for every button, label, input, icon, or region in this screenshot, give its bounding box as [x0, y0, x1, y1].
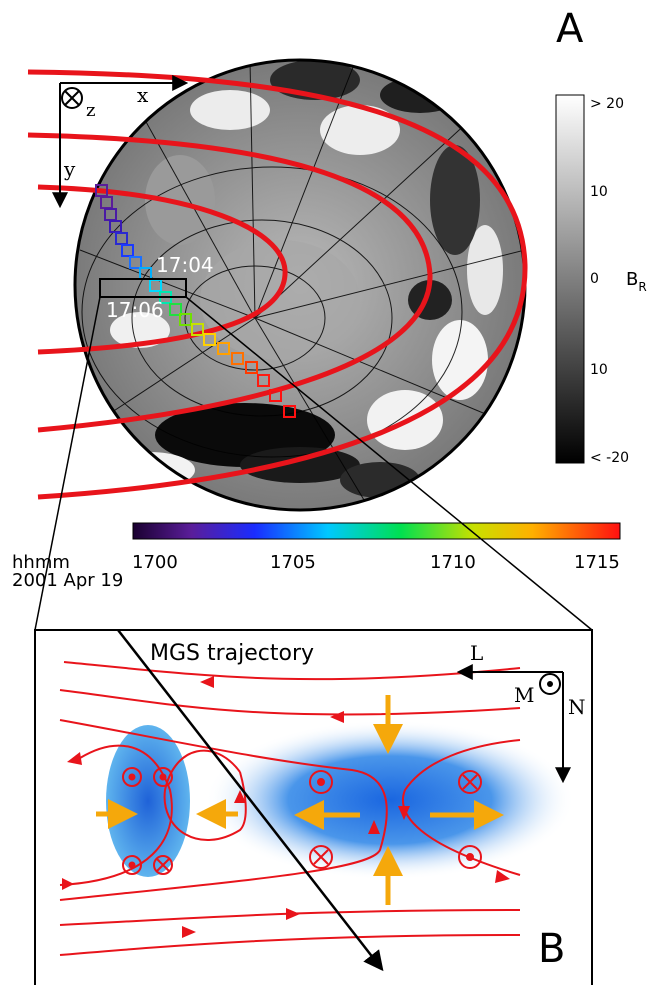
- axis-z-label: z: [86, 100, 95, 121]
- out-of-page-icon: [458, 845, 482, 869]
- flux-rope-region: [106, 725, 190, 877]
- out-of-page-icon: [309, 770, 333, 794]
- into-page-icon: [458, 770, 482, 794]
- x-line-region: [205, 720, 575, 880]
- axis-x-label: x: [137, 83, 149, 107]
- br-axis-label: BR: [626, 269, 647, 294]
- graticule: [79, 60, 525, 510]
- track-squares: [95, 184, 296, 418]
- axis-l-label: L: [470, 641, 483, 665]
- field-lines-b: [59, 661, 521, 956]
- time-colorbar: hhmm 2001 Apr 19 1700 1705 1710 1715: [12, 522, 621, 591]
- out-of-page-icon: [122, 767, 142, 787]
- out-of-page-icon: [122, 855, 142, 875]
- br-tick-10a: 10: [590, 184, 608, 200]
- axis-m-label: M: [514, 683, 534, 707]
- into-page-icon: [309, 845, 333, 869]
- zoom-connectors: [34, 296, 593, 631]
- time-tick-1700: 1700: [132, 552, 178, 573]
- br-tick-0: 0: [590, 271, 599, 287]
- br-tick-bottom: < -20: [590, 450, 629, 466]
- field-arrows-b: [62, 676, 510, 938]
- axis-n-label: N: [568, 695, 586, 719]
- field-symbols: [122, 767, 482, 875]
- time-label-1704: 17:04: [156, 253, 214, 277]
- time-tick-1705: 1705: [270, 552, 316, 573]
- br-colorbar: > 20 10 0 10 < -20 BR: [555, 94, 647, 466]
- zoom-box: [99, 278, 187, 298]
- time-label-1706: 17:06: [106, 298, 164, 322]
- time-tick-1715: 1715: [574, 552, 620, 573]
- panel-b-label: B: [538, 926, 565, 972]
- time-unit: hhmm: [12, 552, 70, 573]
- out-of-page-icon: [153, 767, 173, 787]
- br-tick-10b: 10: [590, 362, 608, 378]
- mgs-trajectory-line: [117, 629, 384, 972]
- panel-a-label: A: [556, 6, 584, 52]
- axes-lmn: L M N: [456, 641, 586, 784]
- time-tick-1710: 1710: [430, 552, 476, 573]
- trajectory-label: MGS trajectory: [150, 641, 314, 666]
- panel-b: MGS trajectory L M N B: [34, 629, 593, 985]
- into-page-icon: [153, 855, 173, 875]
- time-date: 2001 Apr 19: [12, 570, 123, 591]
- axis-y-label: y: [63, 157, 76, 181]
- axes-xyz: x y z: [52, 75, 189, 209]
- field-lines-a: [27, 69, 528, 500]
- mars-sphere: [73, 58, 527, 512]
- flow-arrows: [96, 695, 504, 905]
- panel-a: A: [12, 6, 647, 631]
- br-tick-top: > 20: [590, 96, 624, 112]
- panel-b-frame: [34, 629, 593, 985]
